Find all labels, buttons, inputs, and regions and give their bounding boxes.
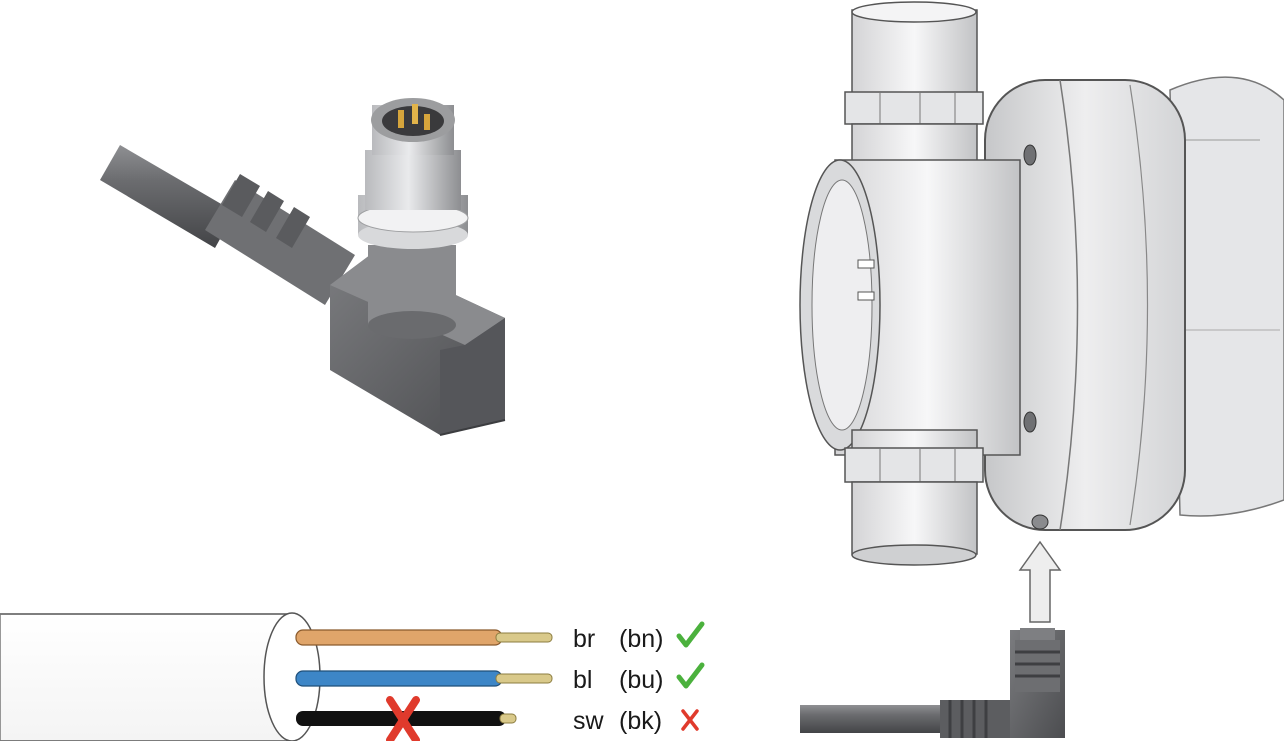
wire-blue [295,670,553,687]
contact-pin [398,110,404,128]
wire-code: (bn) [619,625,663,653]
robot-arm-housing [1169,76,1284,517]
screw-hole [1023,411,1037,433]
connector-cable [100,145,235,248]
wire-brown [295,629,553,646]
wire-diagram: br (bn) bl (bu) sw (bk) [0,612,705,741]
flange [984,79,1186,531]
mounting-part-illustration [799,1,1284,738]
top-fitting [844,1,984,170]
wire-label-row-3: sw (bk) [573,707,699,735]
check-mark-icon [676,621,705,648]
wire-abbr: sw [573,707,605,735]
connector-cable [800,705,950,733]
cylinder-body [799,159,1021,456]
wire-label-row-2: bl (bu) [573,662,705,694]
contact-pin [412,104,418,124]
cross-mark-icon [386,696,420,741]
wire-label-row-1: br (bn) [573,621,705,653]
angled-connector-small [800,628,1065,738]
contact-pin [424,114,430,130]
wire-code: (bk) [619,707,662,735]
wire-code: (bu) [619,666,663,694]
wire-abbr: bl [573,666,592,694]
cross-mark-icon [681,709,699,731]
bottom-fitting [844,429,984,566]
angled-connector-illustration [100,98,506,436]
screw-hole [1023,144,1037,166]
connector-plug-head [357,98,469,339]
cable-sheath [0,612,321,741]
connector-strain-relief [205,174,355,305]
arrow-up-icon [1018,540,1062,623]
check-mark-icon [676,662,705,689]
connector-port [1031,514,1049,530]
wire-abbr: br [573,625,595,653]
